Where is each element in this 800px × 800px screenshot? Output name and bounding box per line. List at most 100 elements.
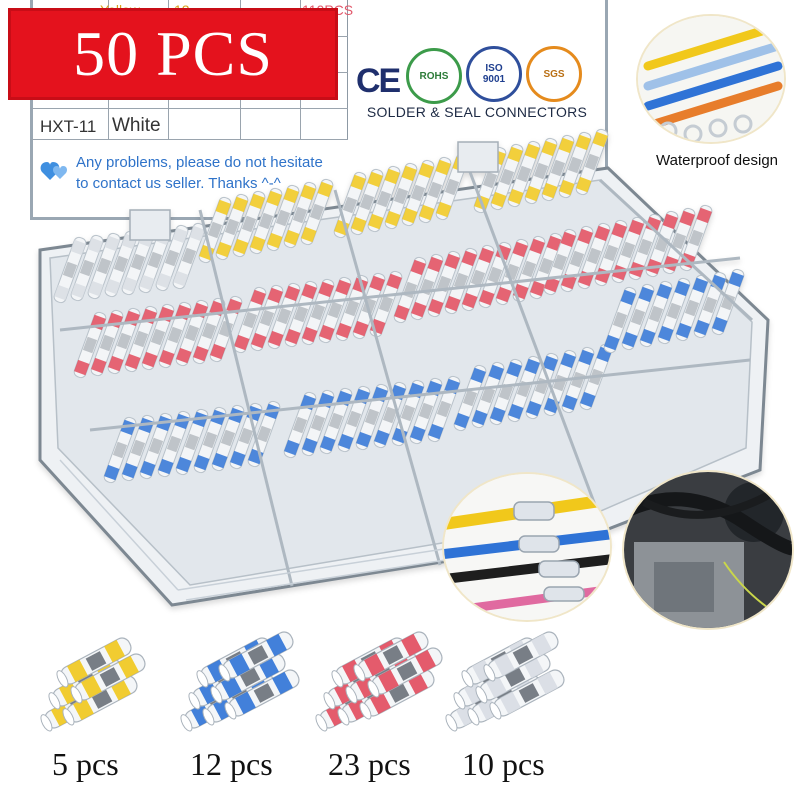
loose-connector-tube <box>62 675 138 726</box>
connector-tube <box>461 244 495 312</box>
loose-connector-tube <box>70 653 146 704</box>
heart-icon <box>40 162 67 180</box>
waterproof-photo <box>638 16 784 142</box>
table-line <box>30 139 348 140</box>
connector-tube <box>266 184 300 252</box>
connector-tube <box>524 137 558 205</box>
wire-splice-photo <box>444 474 610 620</box>
loose-connector-tube <box>56 637 132 688</box>
connector-tube <box>507 355 541 423</box>
loose-connector-tube <box>218 631 294 682</box>
connector-group-red <box>315 631 443 732</box>
connector-tube <box>577 222 611 290</box>
connector-group-yellow <box>40 637 146 732</box>
connector-tube <box>621 283 655 351</box>
connector-tube <box>249 187 283 255</box>
connector-tube <box>427 250 461 318</box>
contact-note: Any problems, please do not hesitate to … <box>76 152 346 194</box>
connector-tube <box>250 284 284 352</box>
connector-tube <box>301 278 335 346</box>
count-label-blue: 12 pcs <box>190 746 273 782</box>
loose-connector-tube <box>489 669 565 720</box>
connector-tube <box>495 238 529 306</box>
sgs-seal-icon: SGS <box>526 46 582 102</box>
connector-tube <box>418 156 452 224</box>
connector-tube <box>198 196 232 264</box>
connector-tube <box>215 193 249 261</box>
waterproof-inset <box>636 14 786 144</box>
connector-tube <box>267 282 301 350</box>
loose-connector-tube <box>367 647 443 698</box>
connector-tube <box>453 364 487 432</box>
connector-tube <box>70 234 104 302</box>
connector-tube <box>350 168 384 236</box>
count-label-clear: 10 pcs <box>462 746 545 782</box>
contact-note-line: Any problems, please do not hesitate <box>76 154 323 171</box>
connector-tube <box>401 159 435 227</box>
loose-connector-tube <box>353 631 429 682</box>
connector-tube <box>662 207 696 275</box>
connector-tube <box>233 286 267 354</box>
count-label-yellow: 5 pcs <box>52 746 119 782</box>
contact-note-line: to contact us seller. Thanks ^-^ <box>76 175 281 192</box>
connector-tube <box>367 165 401 233</box>
connector-tube <box>603 286 637 354</box>
connector-group-clear <box>445 631 565 732</box>
waterproof-label: Waterproof design <box>656 152 779 169</box>
connector-tube <box>558 131 592 199</box>
connector-tube <box>444 247 478 315</box>
connector-group-blue <box>180 631 300 732</box>
loose-connector-tube <box>475 653 551 704</box>
quantity-badge: 50 PCS <box>8 8 338 100</box>
connector-tube <box>384 162 418 230</box>
connector-tube <box>284 280 318 348</box>
iso-seal-icon: ISO 9001 <box>466 46 522 102</box>
connector-tube <box>675 274 709 342</box>
connector-tube <box>87 232 121 300</box>
connector-tube <box>157 410 191 478</box>
connector-tube <box>232 190 266 258</box>
table-cell-color: White <box>112 115 161 136</box>
connector-tube <box>711 268 745 336</box>
connector-tube <box>193 406 227 474</box>
count-label-red: 23 pcs <box>328 746 411 782</box>
connector-tube <box>300 178 334 246</box>
lid-caption: SOLDER & SEAL CONNECTORS <box>366 104 588 120</box>
connector-tube <box>639 280 673 348</box>
connector-tube <box>104 230 138 298</box>
spec-table <box>30 0 348 140</box>
connector-tube <box>507 140 541 208</box>
connector-tube <box>301 389 335 457</box>
connector-tube <box>283 181 317 249</box>
connector-tube <box>471 361 505 429</box>
table-line <box>30 108 348 109</box>
connector-tube <box>489 358 523 426</box>
loose-connectors <box>40 631 565 732</box>
table-cell-model: HXT-11 <box>40 117 97 136</box>
connector-tube <box>73 311 107 379</box>
loose-connector-tube <box>224 669 300 720</box>
connector-tube <box>541 134 575 202</box>
connector-tube <box>172 222 206 290</box>
connector-tube <box>138 226 172 294</box>
ce-mark: CE <box>356 62 401 100</box>
loose-connector-tube <box>483 631 559 682</box>
connector-tube <box>155 224 189 292</box>
connector-tube <box>90 309 124 377</box>
sgs-text: SGS <box>543 68 565 80</box>
connector-tube <box>561 346 595 414</box>
rohs-seal-icon: ROHS <box>406 48 462 104</box>
rohs-text: ROHS <box>419 70 449 82</box>
engine-photo <box>624 472 792 628</box>
connector-tube <box>318 276 352 344</box>
iso-text: ISO 9001 <box>482 63 506 85</box>
connector-tube <box>657 277 691 345</box>
wiring-inset <box>442 472 612 622</box>
engine-inset <box>622 470 794 630</box>
connector-tube <box>611 216 645 284</box>
quantity-badge-text: 50 PCS <box>73 18 273 89</box>
connector-tube <box>53 236 87 304</box>
connector-tube <box>575 128 609 196</box>
connector-tube <box>529 232 563 300</box>
connector-tube <box>490 143 524 211</box>
